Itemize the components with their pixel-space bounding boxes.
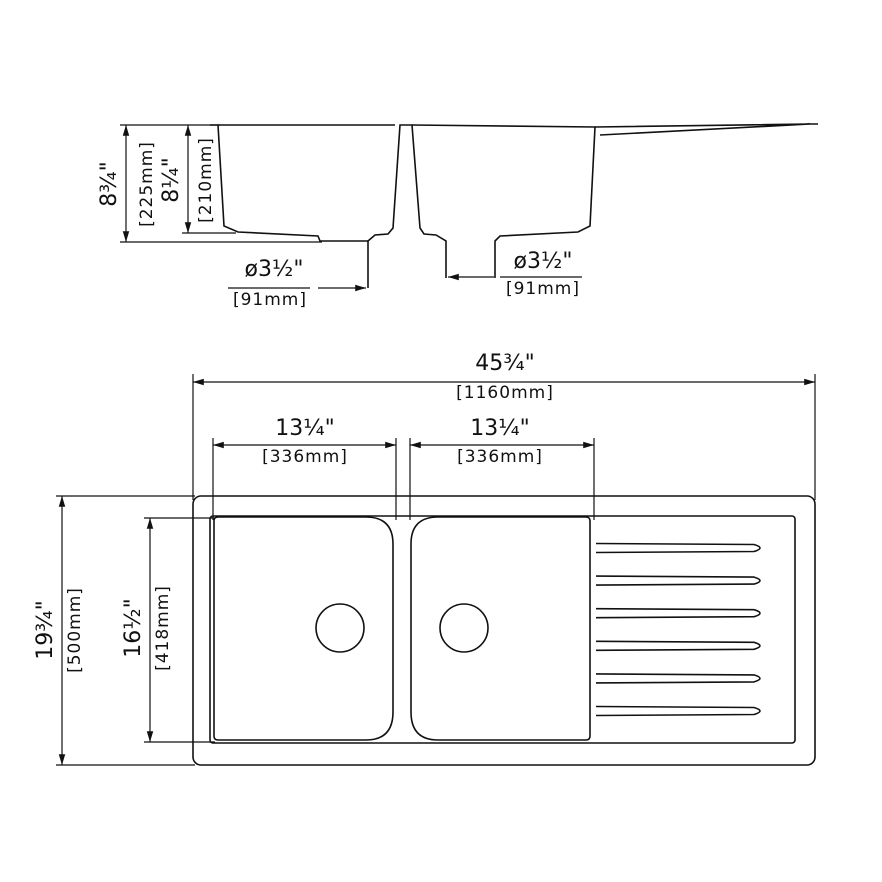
top-view: 45¾" [1160mm] 13¼" [336mm] 13¼" [336mm] …: [33, 351, 816, 766]
drainboard-groove: [595, 673, 761, 684]
drainboard-groove: [595, 640, 761, 652]
top-bowl-depth-imperial: 16½": [121, 598, 146, 657]
side-bowl-depth-imperial: 8¼": [159, 157, 184, 202]
drainboard-groove: [595, 542, 761, 554]
bowl-left: [213, 516, 394, 741]
bowl-right: [410, 516, 591, 741]
drainboard-groove: [595, 575, 761, 586]
drain-right-imperial: ø3½": [514, 249, 573, 274]
drain-right-metric: [91mm]: [506, 279, 580, 299]
drainboard-grooves: [595, 542, 761, 717]
side-view: 8¾" [225mm] 8¼" [210mm] ø3½" [91mm] ø3½"…: [97, 123, 818, 310]
side-divider: [367, 124, 447, 278]
overall-width-metric: [1160mm]: [456, 383, 554, 403]
drainboard-groove: [595, 705, 761, 717]
drain-left-imperial: ø3½": [245, 257, 304, 282]
bowl-left-width-imperial: 13¼": [275, 416, 334, 441]
bowl-left-width-metric: [336mm]: [262, 447, 348, 467]
top-bowl-depth-metric: [418mm]: [153, 585, 173, 671]
side-total-depth-imperial: 8¾": [97, 161, 122, 206]
side-total-depth-metric: [225mm]: [137, 141, 157, 227]
overall-depth-metric: [500mm]: [65, 587, 85, 673]
sink-outer-outline: [192, 495, 816, 766]
side-drainboard: [594, 123, 818, 136]
side-bowl-depth-metric: [210mm]: [196, 137, 216, 223]
drain-hole-right: [439, 603, 489, 653]
drain-left-metric: [91mm]: [233, 290, 307, 310]
drain-hole-left: [315, 603, 365, 653]
bowl-right-width-imperial: 13¼": [470, 416, 529, 441]
bowl-right-width-metric: [336mm]: [457, 447, 543, 467]
overall-depth-imperial: 19¾": [33, 600, 58, 659]
overall-width-imperial: 45¾": [475, 351, 534, 376]
drainboard-groove: [595, 607, 761, 619]
sink-inner-outline: [209, 515, 796, 744]
